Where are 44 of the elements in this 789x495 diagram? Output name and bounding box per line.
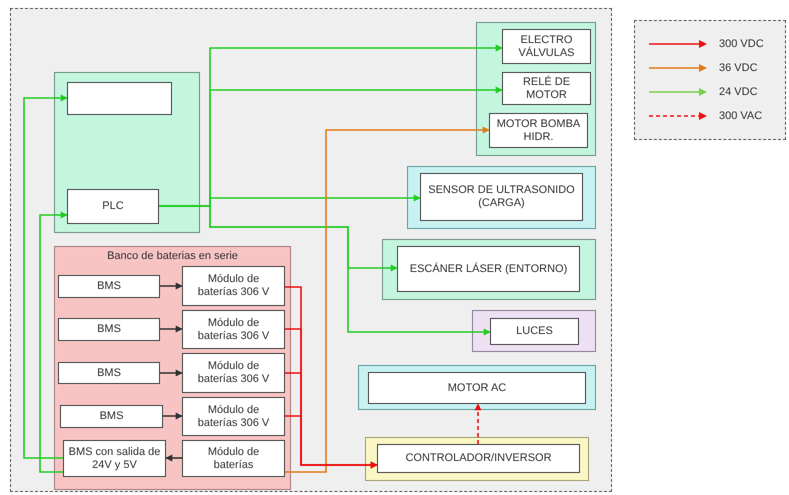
arrow [23,94,68,459]
legend-label: 300 VAC [719,108,762,124]
arrow [474,403,482,444]
group-panel [54,246,291,490]
legend-label: 36 VDC [719,60,758,76]
component-box: MOTOR BOMBA HIDR. [489,113,588,148]
component-box: Módulo de baterías [182,440,285,477]
group-panel [472,310,596,352]
component-box: ELECTRO VÁLVULAS [502,29,591,64]
arrow [160,370,183,376]
component-box: Módulo de baterías 306 V [182,397,285,436]
component-box: RELÉ DE MOTOR [502,72,591,105]
group-panel [476,22,596,156]
arrow [160,282,183,290]
component-box: BMS con salida de 24V y 5V [63,440,166,477]
component-box: LUCES [490,318,579,345]
component-box: BMS [58,275,160,298]
component-box: SENSOR DE ULTRASONIDO (CARGA) [420,173,583,221]
component-box: Módulo de baterías 306 V [182,353,285,393]
arrow [160,326,183,332]
arrow [39,212,68,473]
group-panel [407,166,596,229]
arrow [163,412,183,420]
component-box: Módulo de baterías 306 V [182,266,285,306]
component-box: BMS [60,405,163,428]
group-panel [365,437,589,481]
component-box: Módulo de baterías 306 V [182,310,285,349]
arrow [285,415,378,468]
component-box: PLC [67,189,159,224]
group-panel [358,365,596,410]
component-box: BMS [58,362,160,384]
component-box: MOTOR AC [368,372,586,404]
group-panel [382,239,596,300]
legend-label: 300 VDC [719,36,764,52]
group-panel [54,72,200,233]
component-box: BMS [58,318,160,341]
legend-label: 24 VDC [719,84,758,100]
component-box: ESCÁNER LÁSER (ENTORNO) [397,246,580,292]
component-box [67,82,172,115]
component-box: CONTROLADOR/INVERSOR [377,444,580,473]
arrow [165,454,182,462]
arrow [159,205,491,336]
arrow [285,126,490,473]
group-heading: Banco de baterias en serie [106,249,239,263]
